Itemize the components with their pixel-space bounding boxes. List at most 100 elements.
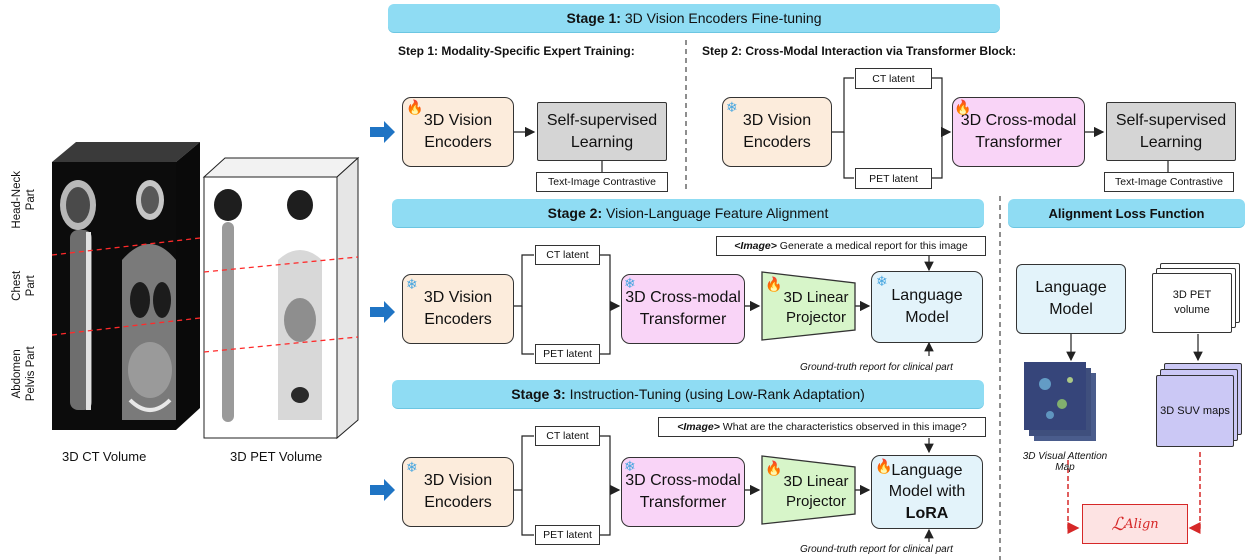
s1b-tic-label: Text-Image Contrastive (1115, 176, 1223, 188)
s3-crossmodal-transformer: 3D Cross-modal Transformer (621, 457, 745, 527)
projector-shape-s3 (761, 455, 856, 525)
step1-label: Step 1: Modality-Specific Expert Trainin… (398, 44, 635, 58)
s1-vision-encoders-label: 3D Vision Encoders (423, 112, 493, 151)
snowflake-icon: ❄ (876, 273, 888, 289)
snowflake-icon: ❄ (726, 99, 738, 115)
s2-ct-latent: CT latent (535, 245, 600, 265)
s3-language-model: Language Model with LoRA (871, 455, 983, 529)
chest-text: Chest Part (11, 270, 37, 301)
s2-prompt-text: Generate a medical report for this image (776, 240, 968, 252)
suv-maps-box: 3D SUV maps (1156, 375, 1234, 447)
snowflake-icon: ❄ (624, 275, 636, 291)
chest-part-label: Chest Part (11, 241, 39, 331)
pet-volume-box: 3D PET volume (1152, 273, 1232, 333)
s1-ssl-box: Self-supervised Learning (537, 102, 667, 161)
stage3-title-bold: Stage 3: (511, 386, 566, 402)
s2-pet-latent: PET latent (535, 344, 600, 364)
s2-crossmodal-transformer: 3D Cross-modal Transformer (621, 274, 745, 344)
ct-volume-label: 3D CT Volume (62, 449, 147, 464)
s2-pet-latent-label: PET latent (543, 348, 592, 360)
stage2-title-bold: Stage 2: (547, 205, 603, 221)
s3-projector-label: 3D Linear Projector (783, 473, 849, 511)
s3-vision-encoders-label: 3D Vision Encoders (423, 472, 493, 511)
s1-tic-box: Text-Image Contrastive (536, 172, 668, 192)
fire-icon: 🔥 (406, 99, 424, 115)
ct-volume-image (51, 142, 201, 430)
attention-map-label: 3D Visual Attention Map (1022, 451, 1108, 473)
s3-ct-latent-label: CT latent (546, 430, 589, 442)
suv-maps-label: 3D SUV maps (1160, 404, 1230, 417)
projector-shape-s2 (761, 271, 856, 341)
s1-tic-label: Text-Image Contrastive (548, 176, 656, 188)
s2-prompt-tag: <Image> (734, 240, 777, 252)
s3-prompt-tag: <Image> (677, 421, 720, 433)
stage3-title: Instruction-Tuning (using Low-Rank Adapt… (565, 386, 865, 402)
alignment-banner: Alignment Loss Function (1008, 199, 1245, 227)
s1-pet-latent: PET latent (855, 168, 932, 189)
align-language-model: Language Model (1016, 264, 1126, 334)
abdomen-part-label: Abdomen Pelvis Part (11, 329, 39, 419)
pet-volume-image (202, 156, 360, 440)
head-neck-part-label: Head-Neck Part (11, 155, 39, 245)
s2-lm-label: Language Model (891, 287, 963, 326)
s1b-ssl-label: Self-supervised Learning (1115, 111, 1227, 151)
s1-ssl-label: Self-supervised Learning (546, 111, 658, 151)
attention-map-image (1024, 362, 1096, 441)
s1-ct-latent-label: CT latent (872, 72, 915, 85)
attention-map-caption: 3D Visual Attention Map (1010, 451, 1120, 473)
s1b-vision-encoders-label: 3D Vision Encoders (742, 112, 812, 151)
s1b-vision-encoders: 3D Vision Encoders (722, 97, 832, 167)
s3-pet-latent-label: PET latent (543, 529, 592, 541)
s2-ct-latent-label: CT latent (546, 249, 589, 261)
s3-crossmodal-label: 3D Cross-modal Transformer (625, 472, 741, 511)
fire-icon: 🔥 (765, 276, 783, 292)
s2-prompt: <Image> Generate a medical report for th… (716, 236, 986, 256)
s1-vision-encoders: 3D Vision Encoders (402, 97, 514, 167)
s2-ground-truth: Ground-truth report for clinical part (800, 362, 953, 373)
s3-lm-lora: LoRA (905, 504, 949, 522)
align-lm-label: Language Model (1035, 279, 1107, 318)
s3-vision-encoders: 3D Vision Encoders (402, 457, 514, 527)
stage1-title-bold: Stage 1: (566, 10, 621, 26)
s2-vision-encoders: 3D Vision Encoders (402, 274, 514, 344)
stage3-banner: Stage 3: Instruction-Tuning (using Low-R… (392, 380, 984, 408)
fire-icon: 🔥 (954, 99, 972, 115)
blue-arrow-icon (370, 121, 395, 501)
snowflake-icon: ❄ (406, 276, 418, 292)
s3-prompt: <Image> What are the characteristics obs… (658, 417, 986, 437)
s2-projector: 3D Linear Projector (776, 288, 856, 329)
alignment-title: Alignment Loss Function (1048, 205, 1205, 221)
head-neck-text: Head-Neck Part (11, 171, 37, 229)
snowflake-icon: ❄ (406, 459, 418, 475)
s3-lm-label: Language Model with (888, 461, 966, 501)
s2-crossmodal-label: 3D Cross-modal Transformer (625, 289, 741, 328)
s3-ground-truth: Ground-truth report for clinical part (800, 544, 953, 555)
stage1-banner: Stage 1: 3D Vision Encoders Fine-tuning (388, 4, 1000, 32)
s3-projector: 3D Linear Projector (776, 472, 856, 513)
s1-crossmodal-label: 3D Cross-modal Transformer (960, 112, 1077, 151)
s3-prompt-text: What are the characteristics observed in… (719, 421, 967, 433)
fire-icon: 🔥 (765, 460, 783, 476)
pet-volume-label: 3D PET Volume (230, 449, 323, 464)
step2-label: Step 2: Cross-Modal Interaction via Tran… (702, 44, 1017, 58)
s3-ct-latent: CT latent (535, 426, 600, 446)
snowflake-icon: ❄ (624, 458, 636, 474)
stage2-title: Vision-Language Feature Alignment (602, 205, 829, 221)
align-loss-symbol: ℒ (1111, 513, 1125, 535)
s1b-tic-box: Text-Image Contrastive (1104, 172, 1234, 192)
s1b-ssl-box: Self-supervised Learning (1106, 102, 1236, 161)
stage2-banner: Stage 2: Vision-Language Feature Alignme… (392, 199, 984, 227)
align-loss-sub: Align (1124, 516, 1159, 532)
s1-crossmodal-transformer: 3D Cross-modal Transformer (952, 97, 1085, 167)
s2-language-model: Language Model (871, 271, 983, 343)
pet-volume-label: 3D PET volume (1172, 289, 1212, 316)
fire-icon: 🔥 (875, 458, 893, 474)
s3-pet-latent: PET latent (535, 525, 600, 545)
align-loss-box: ℒ Align (1082, 504, 1188, 544)
s1-pet-latent-label: PET latent (869, 172, 918, 185)
s2-vision-encoders-label: 3D Vision Encoders (423, 289, 493, 328)
abdomen-text: Abdomen Pelvis Part (11, 346, 37, 402)
s1-ct-latent: CT latent (855, 68, 932, 89)
stage1-title: 3D Vision Encoders Fine-tuning (620, 10, 822, 26)
